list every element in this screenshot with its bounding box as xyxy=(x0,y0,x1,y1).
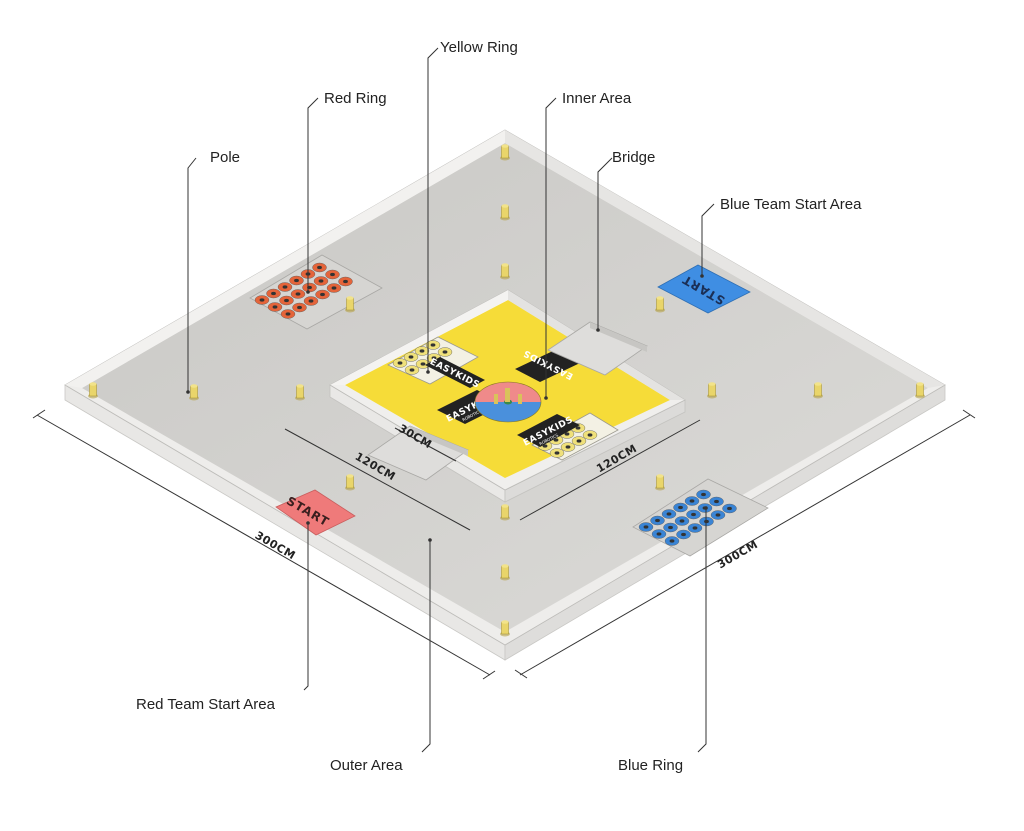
pole xyxy=(655,474,665,491)
yellow-ring xyxy=(582,430,598,440)
leader-dots xyxy=(186,274,708,542)
bridge-top xyxy=(547,321,648,376)
blue-ring xyxy=(710,510,726,520)
red-ring xyxy=(279,295,294,306)
yellow-ring xyxy=(571,436,587,446)
red-ring xyxy=(292,302,307,313)
blue-ring xyxy=(709,496,724,507)
red-ring xyxy=(290,289,306,299)
dimension-lines xyxy=(32,409,976,680)
yellow-ring xyxy=(549,448,565,458)
pole xyxy=(345,296,355,313)
red-ring xyxy=(280,309,296,319)
blue-ring xyxy=(651,529,667,539)
pole xyxy=(707,382,717,399)
red-ring xyxy=(302,282,317,293)
red-ring xyxy=(315,289,330,300)
callout-yellow-ring: Yellow Ring xyxy=(440,39,518,56)
blue-ring xyxy=(663,522,678,533)
red-ring xyxy=(266,288,281,299)
yellow-ring xyxy=(414,346,430,356)
callout-red-ring: Red Ring xyxy=(324,90,387,107)
yellow-ring xyxy=(437,347,453,357)
yellow-ring xyxy=(404,365,420,375)
red-ring-tray xyxy=(249,254,383,330)
blue-ring-tray xyxy=(632,478,769,557)
blue-ring xyxy=(638,522,654,532)
blue-ring xyxy=(687,523,703,533)
blue-ring xyxy=(696,489,711,500)
red-ring xyxy=(313,276,329,286)
blue-ring xyxy=(673,502,688,513)
red-ring xyxy=(277,282,293,292)
blue-team-start-area: START xyxy=(657,264,751,314)
red-ring xyxy=(289,275,304,286)
blue-ring xyxy=(676,529,691,540)
pole xyxy=(345,474,355,491)
yellow-rings-left xyxy=(392,340,453,375)
blue-ring xyxy=(686,509,701,520)
blue-ring xyxy=(664,536,680,546)
callout-bridge: Bridge xyxy=(612,149,655,166)
pole xyxy=(813,382,823,399)
yellow-ring xyxy=(392,358,408,368)
blue-rings xyxy=(638,489,737,546)
red-rings xyxy=(254,262,353,319)
callout-blue-team-start-area: Blue Team Start Area xyxy=(720,196,862,213)
red-ring xyxy=(254,295,270,305)
bridge-bottom xyxy=(367,425,469,481)
callout-pole: Pole xyxy=(210,149,240,166)
red-ring xyxy=(303,296,319,306)
red-ring xyxy=(326,283,342,293)
callout-outer-area: Outer Area xyxy=(330,757,403,774)
blue-ring xyxy=(650,515,665,526)
blue-ring xyxy=(674,516,690,526)
pole xyxy=(500,620,510,637)
blue-ring xyxy=(661,509,677,519)
pole xyxy=(500,564,510,581)
pole xyxy=(915,382,925,399)
pole xyxy=(88,382,98,399)
blue-ring xyxy=(684,496,700,506)
pole xyxy=(500,263,510,280)
poles xyxy=(88,144,925,637)
red-ring xyxy=(267,302,283,312)
blue-ring xyxy=(722,503,737,514)
yellow-ring xyxy=(403,352,419,362)
outer-right-dimension: 300CM xyxy=(715,538,760,572)
red-ring xyxy=(312,262,327,273)
red-ring xyxy=(325,269,340,280)
callout-red-team-start-area: Red Team Start Area xyxy=(136,696,276,713)
pole xyxy=(295,384,305,401)
pole xyxy=(500,144,510,161)
outer-inner-wall-back-left xyxy=(65,130,505,388)
inner-back-wall-left xyxy=(330,290,508,385)
outer-inner-wall-back-right xyxy=(505,130,945,388)
callout-leaders xyxy=(187,47,715,753)
pole xyxy=(189,384,199,401)
yellow-ring xyxy=(425,340,441,350)
callout-blue-ring: Blue Ring xyxy=(618,757,683,774)
pole xyxy=(655,296,665,313)
pole xyxy=(500,504,510,521)
red-ring xyxy=(338,276,353,287)
yellow-ring xyxy=(560,442,576,452)
inner-area: EASYKIDS EASYKIDS EASYKIDS ROBOTICS EASY… xyxy=(329,289,686,503)
yellow-ring xyxy=(415,359,431,369)
pole xyxy=(500,204,510,221)
center-circle xyxy=(474,381,542,423)
callout-inner-area: Inner Area xyxy=(562,90,632,107)
